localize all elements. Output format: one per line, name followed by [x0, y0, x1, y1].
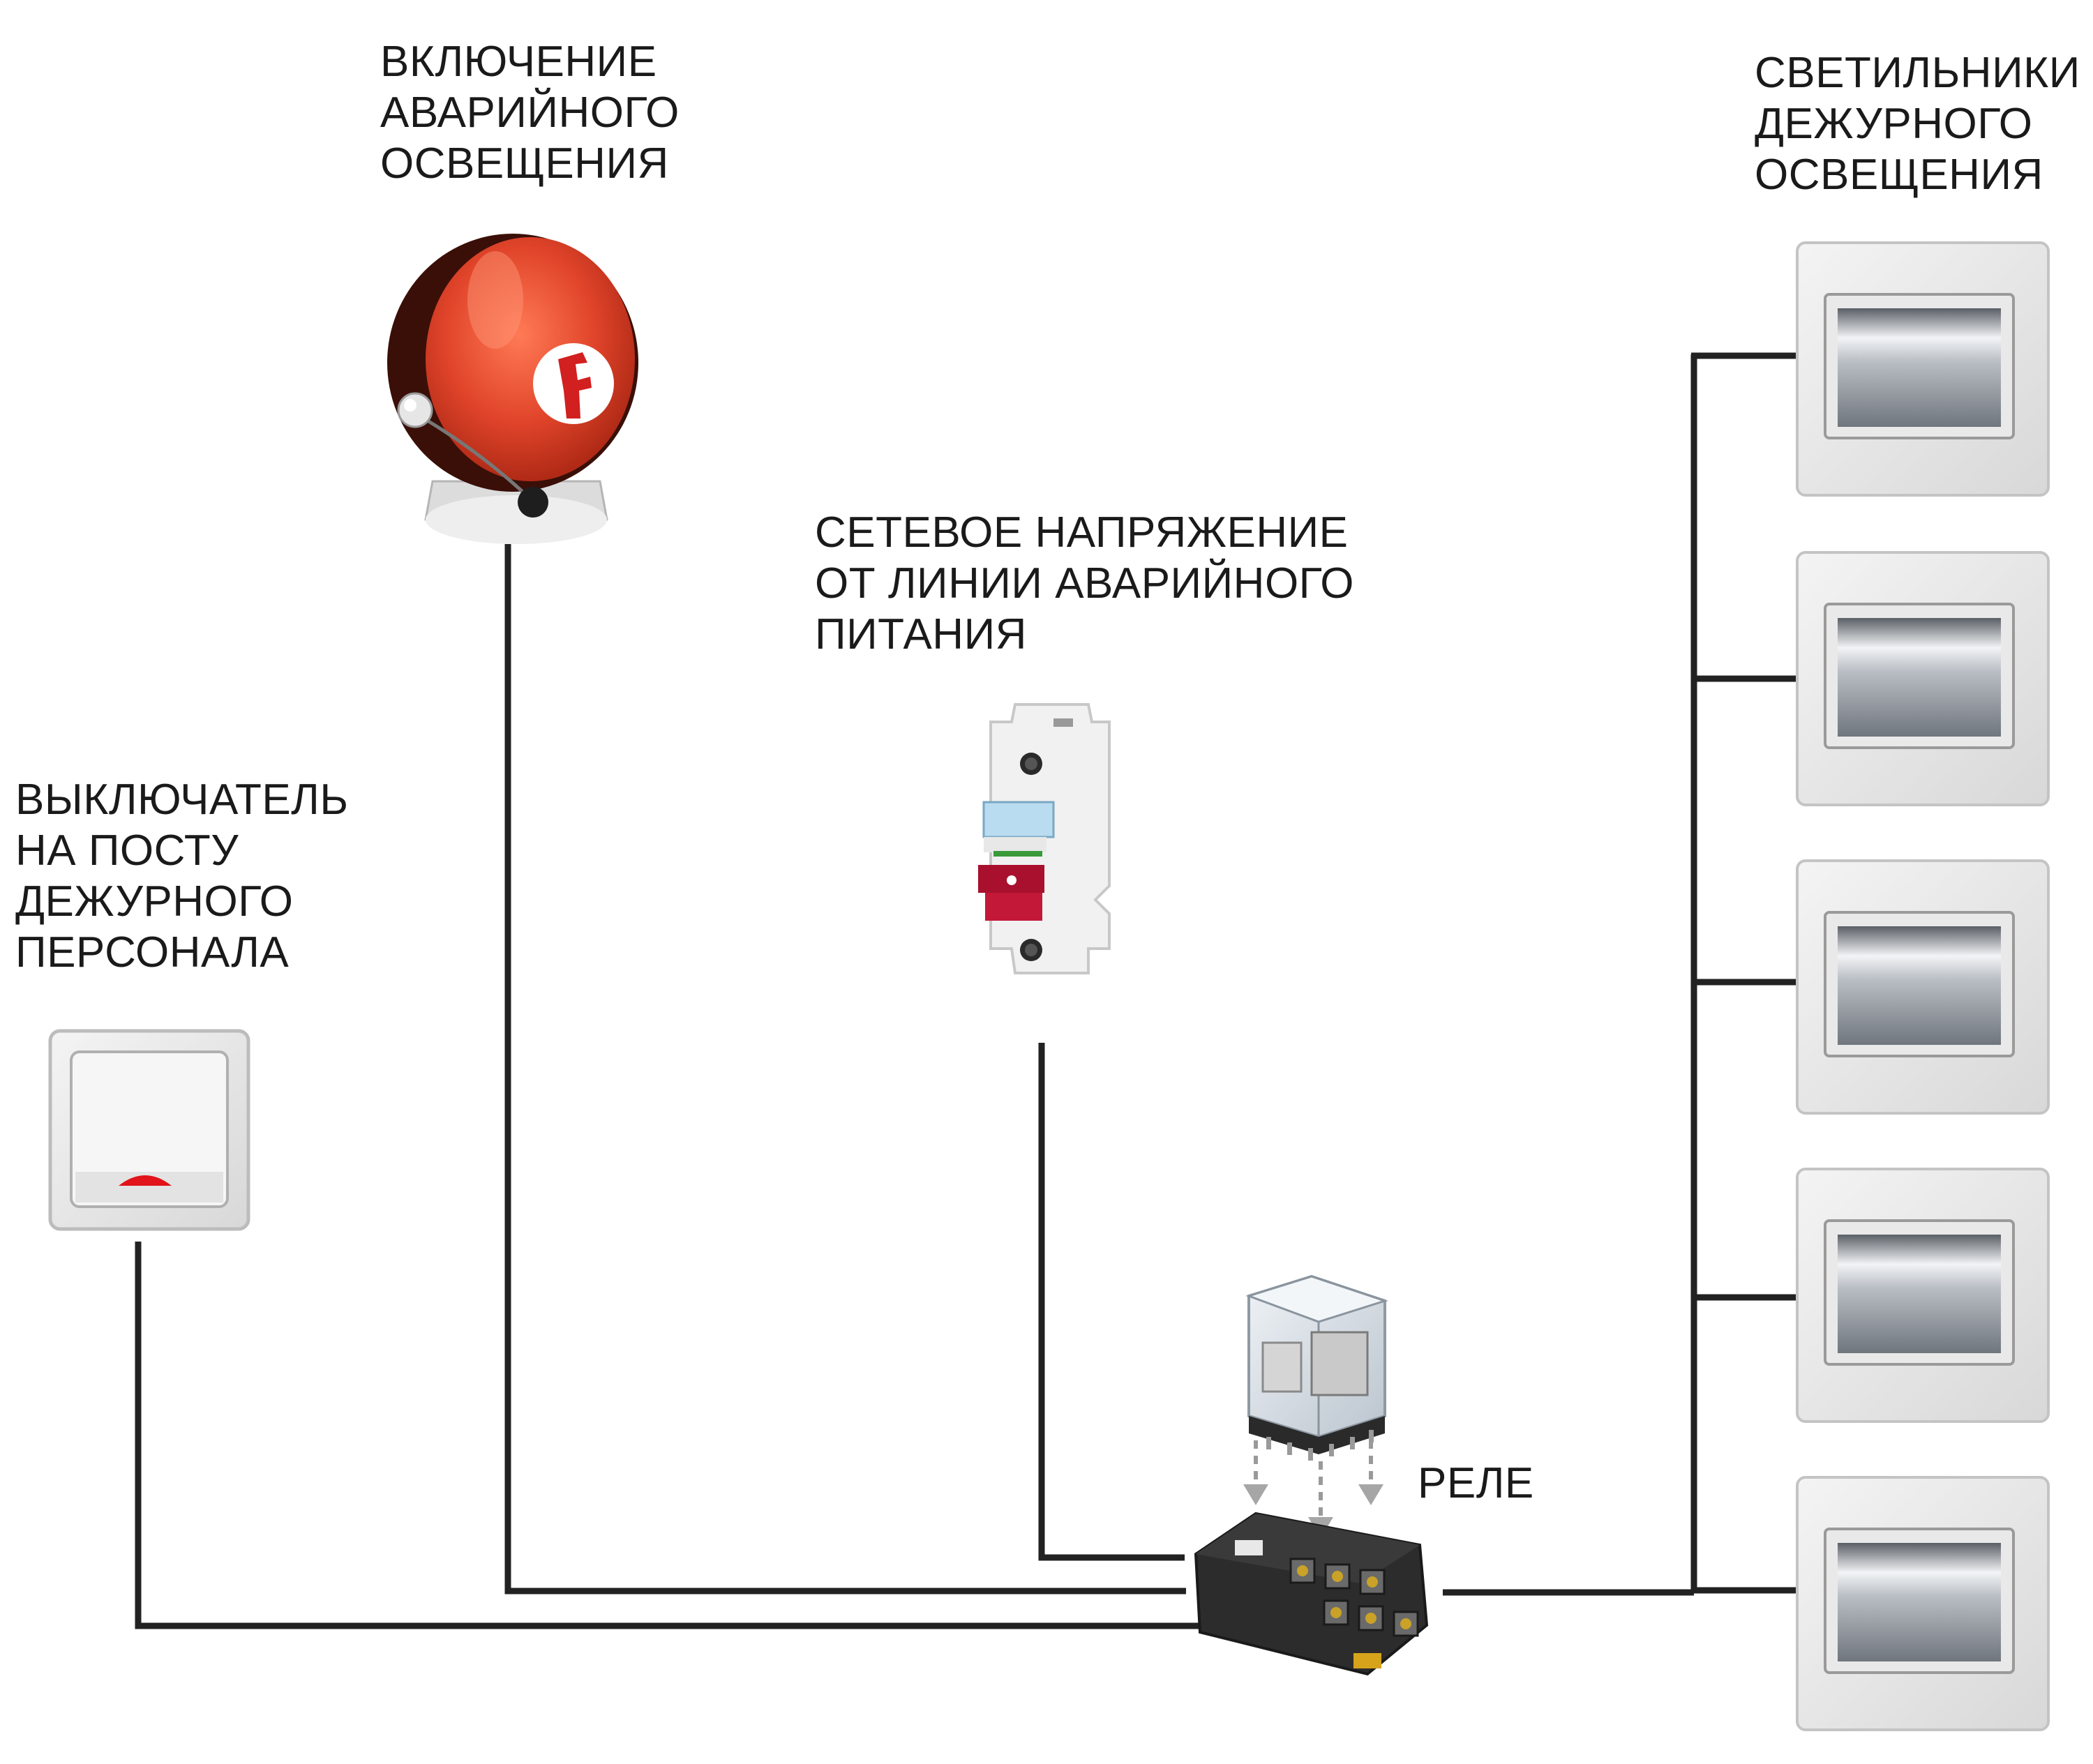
wall-switch-icon — [48, 1029, 250, 1231]
wires — [135, 352, 1808, 1629]
circuit-breaker-icon — [978, 703, 1111, 974]
relay-socket-icon — [1194, 1512, 1429, 1676]
wire-bell-to-relay — [504, 544, 1186, 1595]
recessed-light-icon-1 — [1796, 241, 2050, 497]
label-relay: РЕЛЕ — [1418, 1459, 1534, 1507]
recessed-light-icon-5 — [1796, 1476, 2050, 1731]
recessed-light-icon-4 — [1796, 1168, 2050, 1423]
recessed-light-icon-3 — [1796, 859, 2050, 1115]
wire-breaker-to-relay — [1038, 1043, 1185, 1561]
label-duty-lighting-fixtures: СВЕТИЛЬНИКИ ДЕЖУРНОГО ОСВЕЩЕНИЯ — [1755, 49, 2080, 199]
relay-icon — [1243, 1274, 1388, 1538]
label-duty-switch: ВЫКЛЮЧАТЕЛЬ НА ПОСТУ ДЕЖУРНОГО ПЕРСОНАЛА — [15, 776, 349, 977]
label-mains-voltage: СЕТЕВОЕ НАПРЯЖЕНИЕ ОТ ЛИНИИ АВАРИЙНОГО П… — [815, 508, 1354, 658]
wire-switch-to-relay — [135, 1242, 1221, 1629]
fire-alarm-bell-icon — [387, 234, 638, 544]
label-emergency-lighting-on: ВКЛЮЧЕНИЕ АВАРИЙНОГО ОСВЕЩЕНИЯ — [380, 38, 680, 188]
switch-indicator-light — [119, 1175, 172, 1186]
recessed-light-icon-2 — [1796, 551, 2050, 806]
